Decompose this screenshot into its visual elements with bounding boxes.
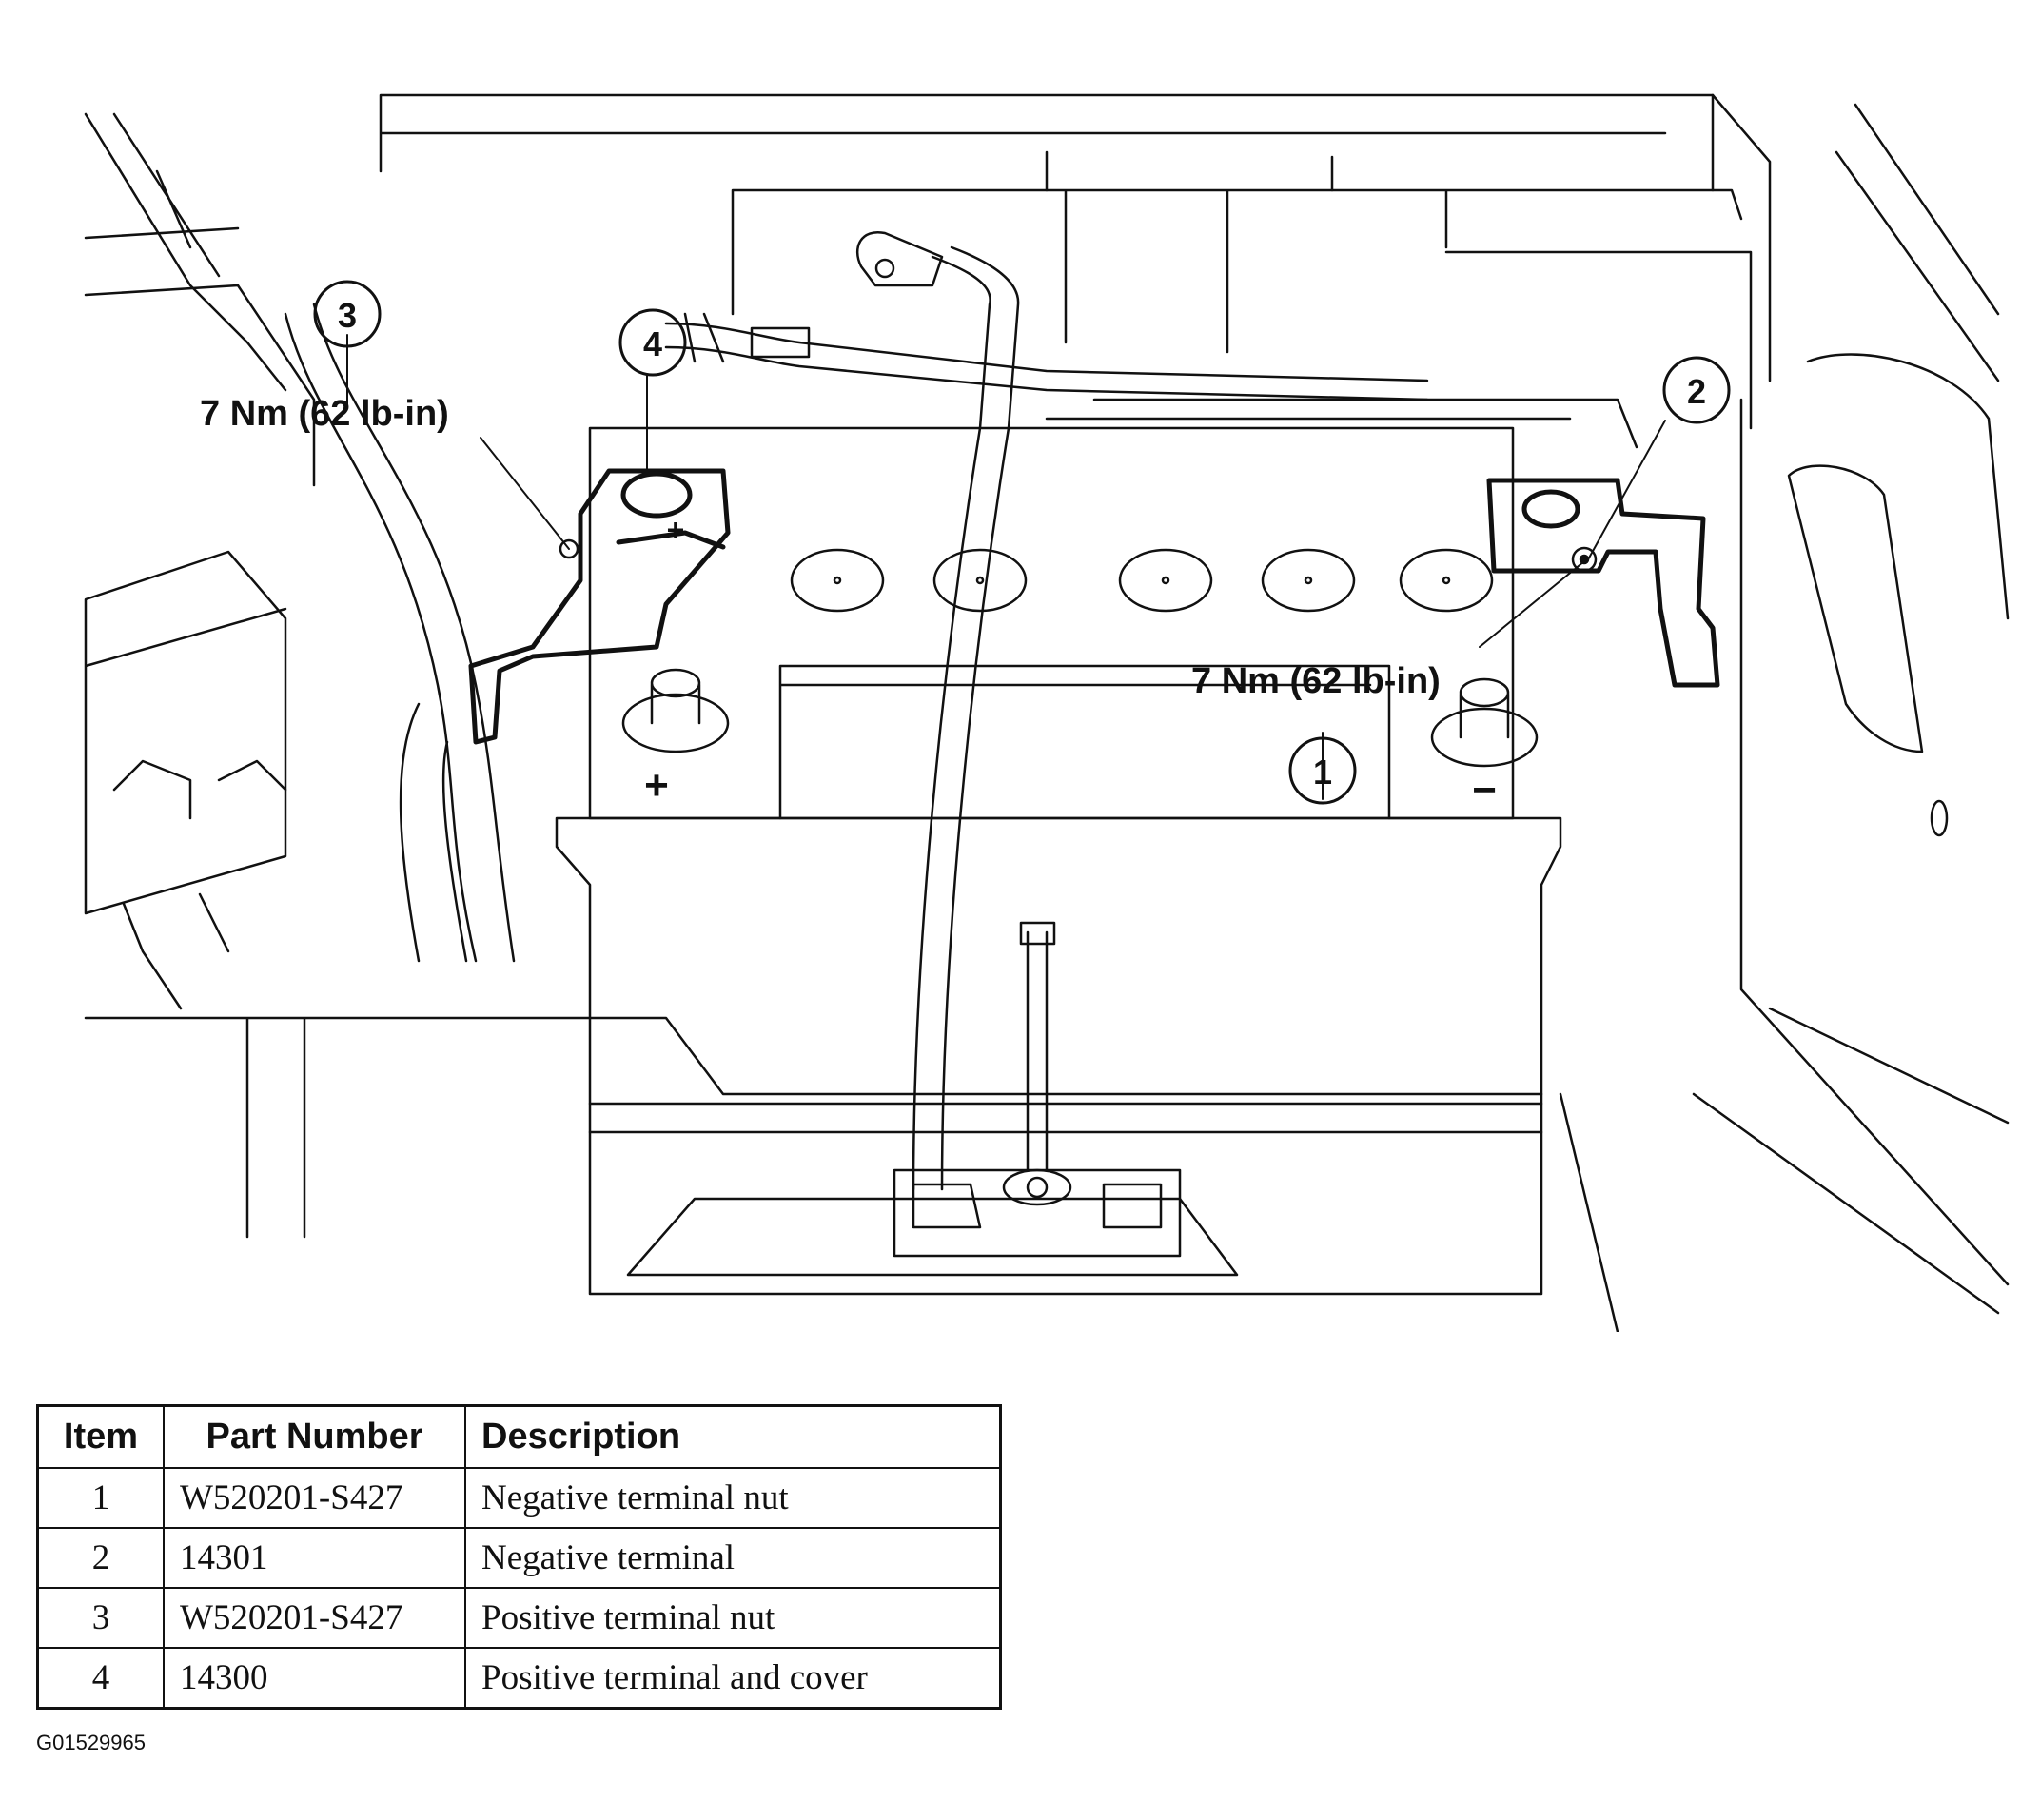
cell-part-number: 14300 — [163, 1647, 466, 1710]
cell-part-number: W520201-S427 — [163, 1587, 466, 1649]
cell-description: Negative terminal nut — [464, 1467, 1002, 1529]
cell-description: Negative terminal — [464, 1527, 1002, 1589]
figure-id: G01529965 — [36, 1731, 146, 1754]
cell-part-number: W520201-S427 — [163, 1467, 466, 1529]
callout-2-circle — [1662, 356, 1731, 424]
engine-bay-background — [379, 93, 2010, 1332]
header-item: Item — [36, 1404, 165, 1469]
table-row: 4 14300 Positive terminal and cover — [36, 1647, 1002, 1710]
callout-3-circle — [313, 280, 382, 348]
cell-item: 2 — [36, 1527, 165, 1589]
cell-item: 1 — [36, 1467, 165, 1529]
negative-terminal — [1486, 478, 1720, 688]
positive-cover-mark: + — [667, 513, 685, 547]
positive-terminal-cover — [468, 468, 731, 745]
torque-label-left: 7 Nm (62 lb-in) — [200, 394, 449, 434]
callout-1-circle — [1288, 736, 1357, 805]
header-description: Description — [464, 1404, 1002, 1469]
positive-mark: + — [644, 762, 669, 809]
table-header-row: Item Part Number Description — [36, 1404, 1002, 1469]
callout-4-circle — [618, 308, 687, 377]
hold-down-bracket — [626, 921, 1239, 1277]
table-row: 3 W520201-S427 Positive terminal nut — [36, 1587, 1002, 1649]
battery-diagram: 1 2 3 4 7 Nm (62 lb-in) 7 Nm (62 lb-in) … — [84, 93, 2010, 1332]
callout-1-label: 1 — [1313, 753, 1332, 792]
negative-terminal-nut — [1571, 546, 1598, 573]
callout-leaders — [346, 334, 1666, 800]
ground-cable — [855, 230, 1020, 1191]
battery — [555, 426, 1562, 1296]
callout-3-label: 3 — [338, 296, 357, 335]
callout-2-label: 2 — [1687, 372, 1706, 411]
fuse-box-and-harness — [84, 112, 1543, 1239]
torque-label-right: 7 Nm (62 lb-in) — [1191, 661, 1441, 701]
cell-item: 3 — [36, 1587, 165, 1649]
callout-4-label: 4 — [643, 324, 662, 363]
negative-mark: − — [1472, 767, 1497, 813]
cell-part-number: 14301 — [163, 1527, 466, 1589]
parts-table: Item Part Number Description 1 W520201-S… — [36, 1404, 1002, 1710]
positive-terminal-nut — [559, 538, 579, 559]
table-row: 1 W520201-S427 Negative terminal nut — [36, 1467, 1002, 1529]
cell-description: Positive terminal and cover — [464, 1647, 1002, 1710]
header-part-number: Part Number — [163, 1404, 466, 1469]
upper-harness — [664, 312, 1638, 449]
cell-item: 4 — [36, 1647, 165, 1710]
table-row: 2 14301 Negative terminal — [36, 1527, 1002, 1589]
cell-description: Positive terminal nut — [464, 1587, 1002, 1649]
